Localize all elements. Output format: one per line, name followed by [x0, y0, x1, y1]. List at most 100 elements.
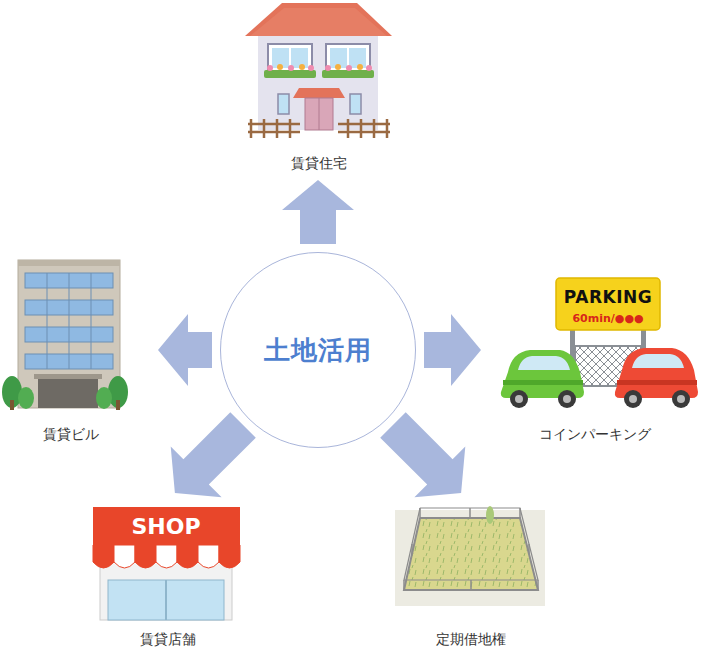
house-illustration-part: [338, 131, 390, 134]
land-illustration-part: [404, 508, 538, 590]
land-illustration-part: [528, 544, 530, 554]
parking-illustration-part: [556, 278, 660, 330]
building-illustration-part: [34, 374, 102, 379]
house-illustration-part: [278, 94, 289, 114]
parking-illustration-part: [563, 395, 571, 403]
shop-illustration-part: [100, 560, 232, 620]
block-arrow: [424, 314, 481, 386]
parking-illustration-part: [624, 390, 642, 408]
house-illustration-part: [346, 65, 352, 71]
house-illustration-part: [264, 70, 316, 78]
house-illustration-part: [250, 119, 253, 138]
land-illustration-part: [404, 518, 538, 590]
house-illustration-part: [248, 123, 300, 126]
building-illustration-part: [69, 273, 70, 369]
sign-text: PARKING: [564, 287, 652, 307]
building-illustration-part: [38, 378, 98, 408]
house-illustration-part: [366, 65, 372, 71]
house-illustration-part: [289, 119, 292, 138]
land-illustration-part: [519, 508, 521, 518]
block-arrow: [171, 412, 256, 497]
land-illustration-part: [470, 580, 472, 590]
house-illustration-part: [268, 44, 312, 72]
sign-subtext: 60min/●●●: [572, 312, 643, 325]
option-item: 賃貸ビル: [2, 258, 140, 443]
building-illustration-part: [18, 387, 34, 409]
house-illustration-part: [319, 98, 320, 130]
house-illustration-part: [250, 8, 387, 36]
house-illustration-part: [335, 64, 341, 70]
option-item: 賃貸住宅: [241, 0, 396, 172]
land-illustration-part: [469, 508, 471, 518]
land-illustration-part: [404, 518, 538, 590]
house-illustration-part: [357, 64, 363, 70]
house-illustration-part: [326, 44, 370, 72]
house-illustration-part: [386, 119, 389, 138]
building-illustration-part: [96, 387, 112, 409]
building-illustration-part: [25, 273, 113, 369]
building-illustration-part: [91, 273, 92, 369]
land-illustration-part: [537, 580, 539, 590]
house-illustration-part: [350, 94, 361, 114]
shop-illustration-part: [198, 545, 219, 568]
building-illustration-part: [47, 273, 48, 369]
house-illustration-part: [291, 48, 308, 68]
parking-illustration-part: [518, 356, 570, 370]
house-illustration-part: [360, 119, 363, 138]
shop-sign-text: SHOP: [131, 514, 200, 539]
house-illustration-part: [245, 3, 392, 36]
shop-illustration-part: [108, 580, 224, 620]
item-label: 賃貸店舗: [86, 630, 249, 648]
shop-illustration-part: [156, 545, 177, 568]
land-illustration-part: [404, 508, 538, 580]
parking-illustration-part: [501, 350, 584, 398]
house-illustration-part: [299, 64, 305, 70]
parking-illustration-part: [632, 354, 684, 368]
shop-illustration-part: [219, 545, 240, 568]
shop-illustration-part: [93, 545, 240, 568]
building-illustration-part: [116, 400, 120, 410]
parking-illustration-part: [617, 380, 697, 385]
parking-illustration-part: [558, 390, 576, 408]
land-illustration-part: [404, 518, 538, 590]
land-illustration-part: [403, 580, 405, 590]
house-illustration-part: [258, 34, 378, 130]
center-circle: 土地活用: [220, 252, 416, 448]
house-illustration-part: [263, 119, 266, 138]
building-illustration-part: [18, 260, 120, 266]
parking-illustration-part: [615, 348, 698, 398]
shop-illustration-part: [177, 545, 198, 568]
house-illustration-part: [267, 65, 273, 71]
house-illustration-part: [277, 64, 283, 70]
house-illustration-part: [347, 119, 350, 138]
land-illustration-part: [486, 506, 494, 524]
shop-illustration-part: [165, 580, 167, 620]
option-item: 定期借地権: [391, 503, 551, 648]
parking-illustration-part: [510, 390, 528, 408]
building-illustration-part: [10, 400, 14, 410]
house-illustration-part: [338, 123, 390, 126]
parking-illustration-part: [677, 395, 685, 403]
parking-illustration-part: [503, 380, 583, 385]
house-illustration-part: [305, 98, 333, 130]
house-illustration-part: [293, 88, 345, 98]
shop-illustration-part: [93, 507, 240, 545]
house-illustration-part: [325, 65, 331, 71]
item-label: コインパーキング: [491, 425, 699, 443]
land-illustration-part: [411, 544, 413, 554]
house-illustration-part: [322, 70, 374, 78]
shop-illustration-part: [93, 545, 114, 568]
house-illustration-part: [288, 65, 294, 71]
land-illustration: [395, 506, 545, 606]
house-illustration-part: [373, 119, 376, 138]
parking-illustration-part: [672, 390, 690, 408]
block-arrow: [282, 180, 354, 244]
parking-illustration-part: [515, 395, 523, 403]
house-illustration: [245, 3, 392, 138]
parking-illustration: [501, 278, 698, 408]
building-illustration-part: [47, 273, 91, 369]
item-label: 賃貸住宅: [241, 154, 396, 172]
land-illustration-part: [395, 510, 545, 606]
house-illustration-part: [248, 131, 300, 134]
